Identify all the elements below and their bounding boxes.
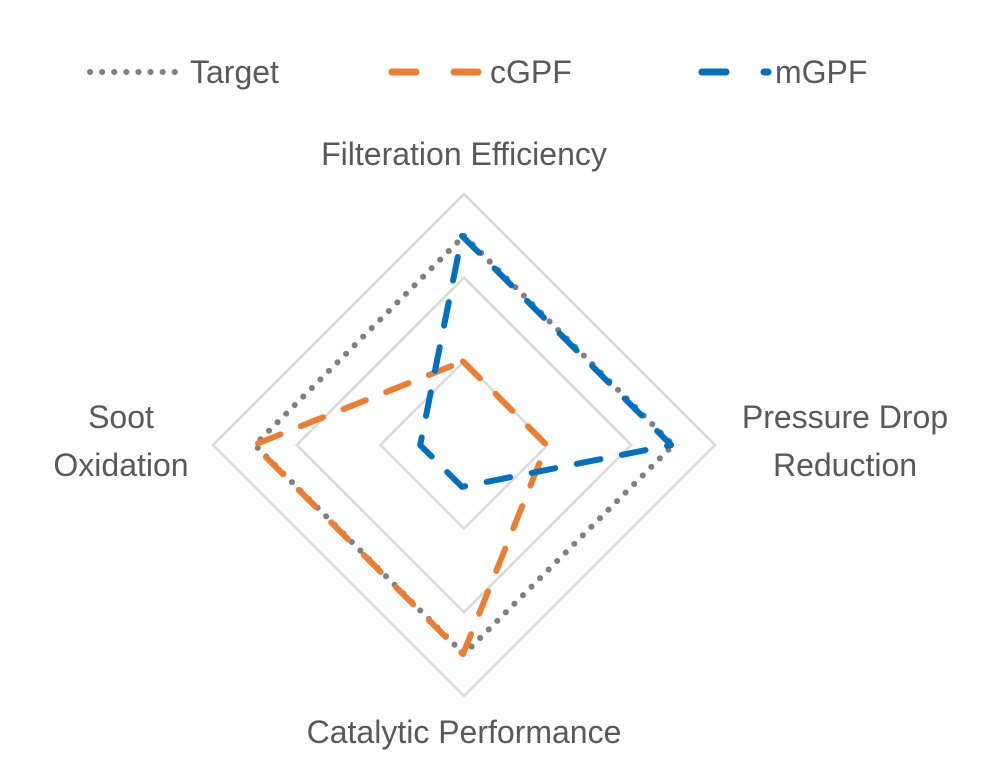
axis-label-catalytic-performance: Catalytic Performance (307, 714, 622, 750)
gridline-ring-6 (211, 192, 717, 698)
legend-label-mgpf: mGPF (775, 54, 867, 90)
gridline-ring-2 (378, 359, 550, 531)
axis-label-line: Filteration Efficiency (321, 136, 607, 172)
axis-label-line: Soot (88, 399, 154, 435)
series-target (251, 232, 677, 658)
axis-label-filteration-efficiency: Filteration Efficiency (321, 136, 607, 172)
axis-label-line: Oxidation (53, 447, 188, 483)
legend-label-cgpf: cGPF (490, 54, 572, 90)
legend: Target cGPF mGPF (87, 54, 867, 90)
series-group (250, 232, 677, 658)
series-mgpf (417, 232, 675, 490)
legend-item-target: Target (87, 54, 279, 90)
axis-label-line: Catalytic Performance (307, 714, 622, 750)
axis-label-line: Pressure Drop (742, 399, 948, 435)
gridline-ring-4 (294, 275, 634, 615)
series-cgpf (250, 358, 550, 658)
point-cgpf-soot-oxidation (253, 444, 255, 446)
legend-item-mgpf: mGPF (698, 54, 867, 90)
legend-label-target: Target (190, 54, 279, 90)
grid (211, 192, 717, 698)
legend-item-cgpf: cGPF (388, 54, 572, 90)
axis-label-line: Reduction (773, 447, 917, 483)
